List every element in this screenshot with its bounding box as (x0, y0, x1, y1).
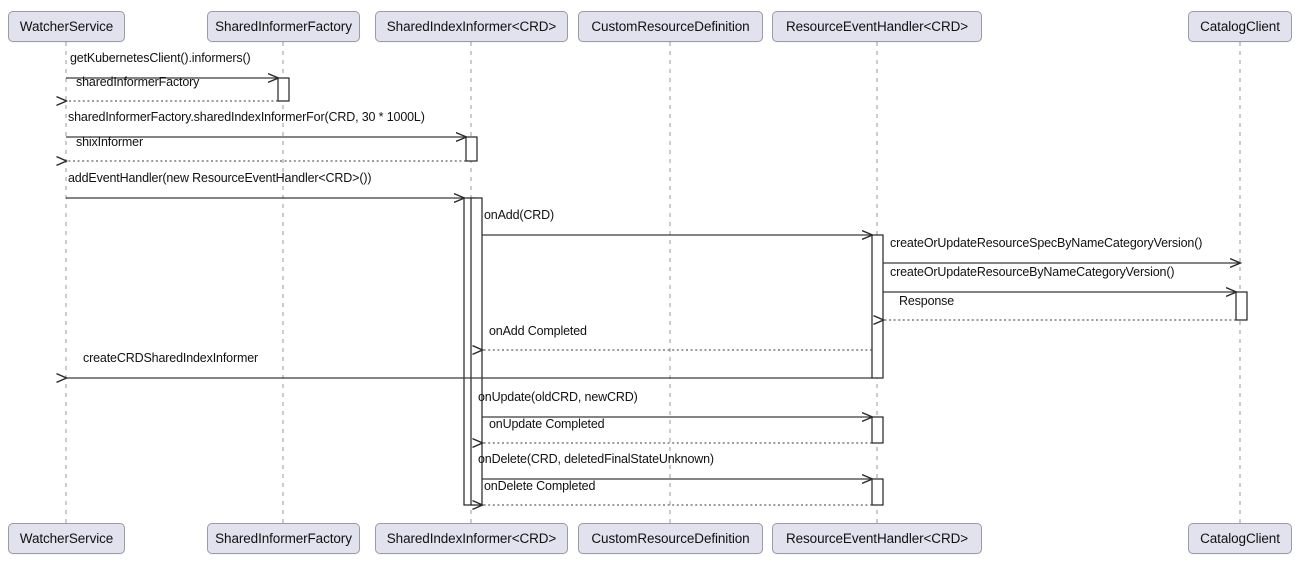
participant-foot-catalog[interactable]: CatalogClient (1188, 523, 1292, 554)
message-label-m4: shixInformer (76, 135, 143, 149)
activation-bar-handler (871, 416, 884, 444)
message-label-m2: sharedInformerFactory (76, 75, 200, 89)
participant-label: SharedInformerFactory (215, 19, 352, 34)
participant-label: WatcherService (19, 531, 114, 546)
activation-bar-factory (277, 77, 290, 102)
participant-label: CustomResourceDefinition (591, 531, 750, 546)
participant-foot-handler[interactable]: ResourceEventHandler<CRD> (772, 523, 982, 554)
participant-foot-factory[interactable]: SharedInformerFactory (207, 523, 360, 554)
participant-label: CatalogClient (1200, 19, 1280, 34)
message-label-m7: createOrUpdateResourceSpecByNameCategory… (890, 236, 1203, 250)
participant-label: CatalogClient (1200, 531, 1280, 546)
participant-head-handler[interactable]: ResourceEventHandler<CRD> (772, 11, 982, 42)
participant-head-catalog[interactable]: CatalogClient (1188, 11, 1292, 42)
message-label-m6: onAdd(CRD) (484, 208, 555, 222)
message-label-m15: onDelete Completed (484, 479, 596, 493)
participant-label: ResourceEventHandler<CRD> (785, 19, 969, 34)
message-label-m8: createOrUpdateResourceByNameCategoryVers… (890, 265, 1175, 279)
activation-bar-shix (465, 136, 478, 162)
message-label-m12: onUpdate(oldCRD, newCRD) (478, 390, 638, 404)
activation-bar-catalog (1235, 291, 1248, 321)
participant-label: SharedIndexInformer<CRD> (386, 531, 557, 546)
activation-bar-handler (871, 234, 884, 379)
participant-label: WatcherService (19, 19, 114, 34)
message-label-m5: addEventHandler(new ResourceEventHandler… (68, 171, 372, 185)
participant-label: SharedIndexInformer<CRD> (386, 19, 557, 34)
message-label-m10: onAdd Completed (489, 324, 587, 338)
participant-foot-watcher[interactable]: WatcherService (8, 523, 125, 554)
participant-label: SharedInformerFactory (215, 531, 352, 546)
participant-head-shix[interactable]: SharedIndexInformer<CRD> (375, 11, 568, 42)
participant-label: CustomResourceDefinition (591, 19, 750, 34)
participant-head-watcher[interactable]: WatcherService (8, 11, 125, 42)
message-arrows-group (66, 78, 1240, 505)
participant-head-factory[interactable]: SharedInformerFactory (207, 11, 360, 42)
participant-head-crd[interactable]: CustomResourceDefinition (578, 11, 763, 42)
message-label-m11: createCRDSharedIndexInformer (83, 351, 259, 365)
participant-foot-crd[interactable]: CustomResourceDefinition (578, 523, 763, 554)
participant-foot-shix[interactable]: SharedIndexInformer<CRD> (375, 523, 568, 554)
message-label-m14: onDelete(CRD, deletedFinalStateUnknown) (478, 452, 714, 466)
message-label-m9: Response (899, 294, 955, 308)
activation-bar-handler (871, 478, 884, 506)
message-label-m13: onUpdate Completed (489, 417, 605, 431)
participant-label: ResourceEventHandler<CRD> (785, 531, 969, 546)
message-label-m1: getKubernetesClient().informers() (70, 51, 251, 65)
message-label-m3: sharedInformerFactory.sharedIndexInforme… (68, 110, 425, 124)
